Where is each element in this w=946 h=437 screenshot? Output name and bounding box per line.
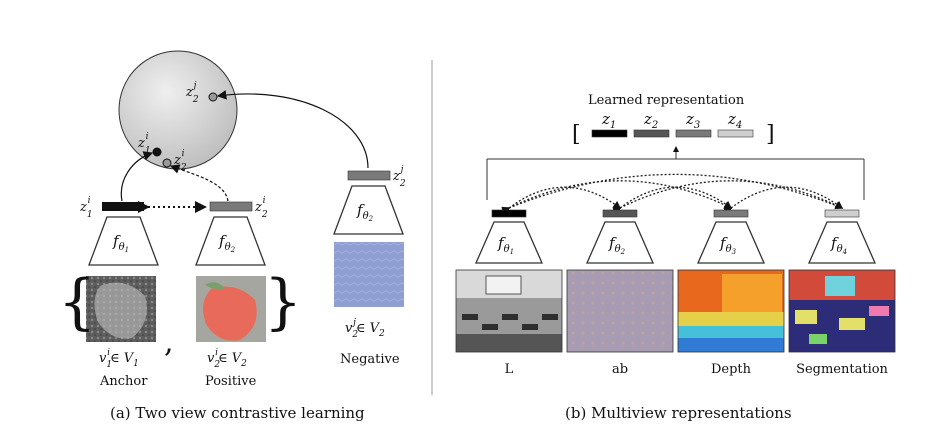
view-encoder-label-2: fθ2: [608, 234, 626, 256]
svg-text:z2i: z2i: [173, 149, 187, 173]
embedding-sphere: [118, 50, 238, 170]
view-encoder-2: [586, 221, 654, 264]
svg-text:fθ2: fθ2: [218, 232, 236, 254]
arc-1-4: [501, 173, 844, 215]
arrow-positive-to-z2: [169, 164, 229, 202]
anchor-code-label: z: [79, 200, 87, 215]
view-encoder-label-4: fθ4: [830, 234, 847, 256]
positive-leaf-shape: [205, 282, 225, 290]
label-z2i: z: [173, 153, 181, 168]
code-label-3: z3: [685, 110, 700, 131]
svg-text:z2j: z2j: [185, 81, 199, 105]
point-z2j: [208, 92, 218, 102]
arrow-negative-to-z2j: [216, 90, 369, 169]
negative-encoder-label: f: [356, 201, 365, 219]
code-bar-3: [675, 129, 712, 138]
svg-text:z2i: z2i: [254, 196, 268, 220]
code-bar-4: [717, 129, 754, 138]
negative-branch: z2j fθ2 v2j∈ V2 Negative: [333, 165, 406, 367]
panel-b: Learned representation [ ] z1 z2 z3 z4 fθ1L…: [455, 93, 896, 422]
anchor-code-bar: [102, 202, 144, 211]
anchor-label: Anchor: [99, 374, 148, 389]
panel-a: z2j z1i z2i z1i fθ1 v1i∈ V1 Anchor { } ,…: [58, 50, 406, 422]
arc-2-4: [612, 180, 844, 215]
svg-text:v2i∈ V2: v2i∈ V2: [207, 348, 247, 370]
positive-encoder: [195, 216, 266, 266]
view-image-3: [677, 269, 785, 353]
negative-encoder: [333, 185, 404, 235]
pair-comma: ,: [164, 325, 174, 360]
view-code-bar-3: [713, 209, 749, 218]
label-z1i: z: [137, 136, 145, 151]
anchor-view-label: v: [99, 351, 107, 366]
code-label-2: z2: [643, 110, 658, 131]
code-label-4: z4: [727, 110, 742, 131]
arrow-anchor-to-z1: [120, 151, 154, 202]
arc-1-3: [501, 180, 733, 215]
svg-text:z2j: z2j: [392, 165, 406, 189]
code-label-1: z1: [601, 110, 616, 131]
positive-label: Positive: [205, 374, 257, 389]
anchor-encoder-label: f: [112, 232, 121, 250]
view-label-2: ab: [612, 362, 628, 377]
bracket-right: ]: [766, 122, 775, 147]
caption-b: (b) Multiview representations: [565, 404, 792, 422]
view-encoder-1: [475, 221, 543, 264]
point-z1i: [152, 147, 162, 157]
svg-text:z1i: z1i: [79, 196, 93, 220]
anchor-encoder: [88, 216, 159, 266]
view-label-1: L: [505, 362, 514, 377]
representation-title: Learned representation: [588, 93, 745, 108]
view-label-4: Segmentation: [796, 362, 888, 377]
negative-view-label: v: [345, 321, 353, 336]
label-z2j: z: [185, 85, 193, 100]
arc-2-3: [612, 186, 733, 216]
positive-encoder-label: f: [218, 232, 227, 250]
svg-text:fθ1: fθ1: [112, 232, 129, 254]
code-bar-1: [591, 129, 628, 138]
caption-a: (a) Two view contrastive learning: [110, 404, 365, 422]
positive-code-label: z: [254, 200, 262, 215]
view-image-4: [788, 269, 896, 353]
view-label-3: Depth: [711, 362, 752, 377]
anchor-strawberry-shape: [94, 282, 147, 339]
svg-text:fθ2: fθ2: [356, 201, 374, 223]
view-encoder-3: [697, 221, 765, 264]
view-code-bar-4: [824, 209, 860, 218]
svg-text:z1i: z1i: [137, 132, 151, 156]
view-encoder-label-3: fθ3: [719, 234, 737, 256]
view-code-bar-1: [491, 209, 527, 218]
point-z2i: [162, 158, 172, 168]
right-brace: }: [264, 267, 302, 337]
negative-image: [334, 242, 404, 307]
svg-text:v1i∈ V1: v1i∈ V1: [99, 348, 139, 370]
negative-code-bar: [347, 170, 391, 181]
view-image-1: [455, 269, 563, 353]
view-image-2: [566, 269, 674, 353]
left-brace: {: [58, 267, 96, 337]
view-encoder-4: [808, 221, 876, 264]
bracket-left: [: [572, 122, 581, 147]
view-encoder-label-1: fθ1: [497, 234, 514, 256]
positive-strawberry-shape: [203, 286, 257, 341]
anchor-branch: z1i fθ1 v1i∈ V1 Anchor: [79, 196, 159, 389]
arc-3-4: [723, 186, 844, 216]
code-bar-2: [633, 129, 670, 138]
svg-text:v2j∈ V2: v2j∈ V2: [345, 318, 385, 340]
view-code-bar-2: [602, 209, 638, 218]
negative-code-label: z: [392, 169, 400, 184]
positive-view-label: v: [207, 351, 215, 366]
code-vectors: z1 z2 z3 z4: [591, 110, 754, 138]
positive-branch: z2i fθ2 v2i∈ V2 Positive: [195, 196, 268, 389]
arc-1-2: [501, 186, 622, 216]
negative-label: Negative: [340, 352, 400, 367]
pairwise-contrast-arcs: [501, 173, 844, 216]
positive-code-bar: [209, 201, 253, 212]
